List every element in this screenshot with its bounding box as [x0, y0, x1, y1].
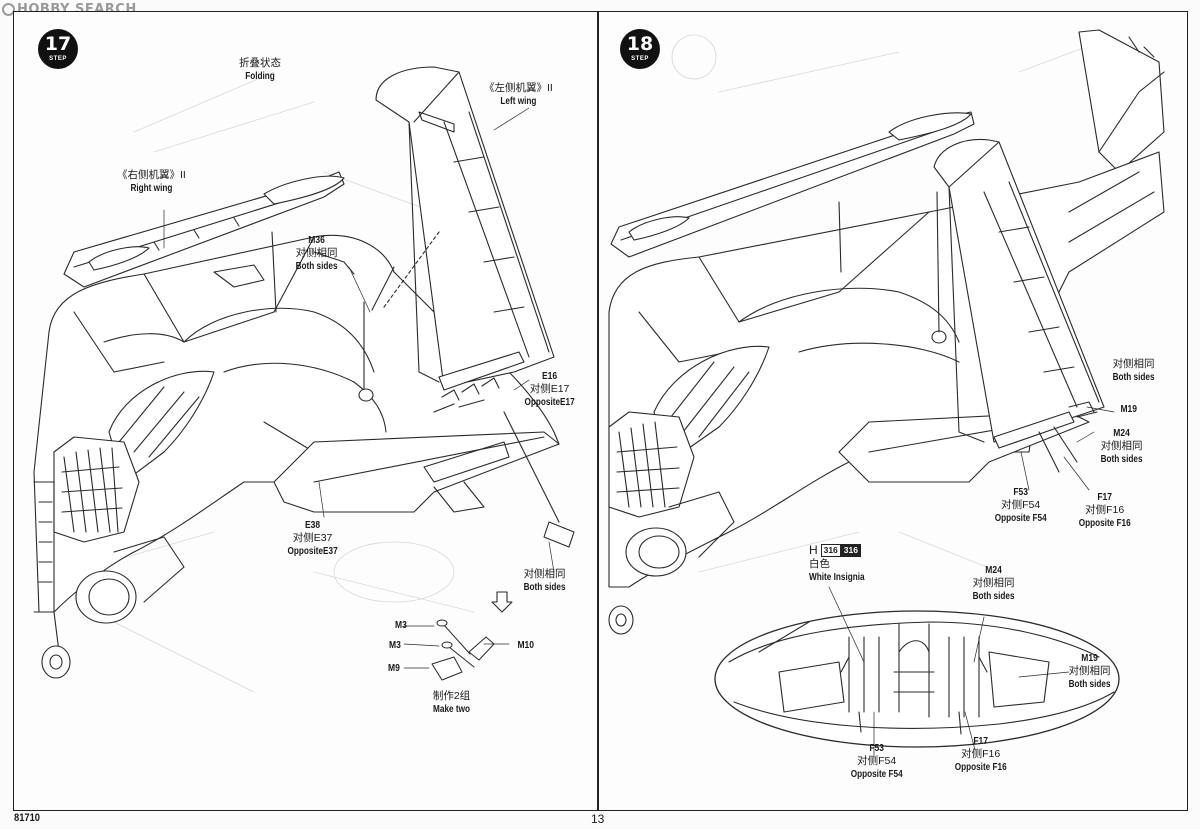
- part-f53-detail-label: F53 对侧F54 Opposite F54: [850, 743, 903, 780]
- step17-aircraft-drawing: [33, 66, 575, 693]
- part-m24-detail-label: M24 对侧相同 Both sides: [972, 565, 1015, 602]
- part-m24-top-label: M24 对侧相同 Both sides: [1100, 428, 1143, 465]
- part-e38-label: E38 对侧E37 OppositeE37: [287, 520, 338, 557]
- part-m36-label: M36 对侧相同 Both sides: [295, 235, 338, 272]
- paint-code-light: 316: [820, 544, 841, 557]
- part-f17-top-label: F17 对侧F16 Opposite F16: [1078, 492, 1131, 529]
- part-m19-detail-label: M19 对侧相同 Both sides: [1068, 653, 1111, 690]
- part-m3-label: M3: [395, 620, 407, 631]
- right-wing-label: 《右侧机翼》II Right wing: [117, 169, 186, 194]
- step18-panel: 18 STEP 对侧相同 Both sides M19 M24 对侧相同 Bot…: [598, 11, 1188, 811]
- part-m9-label: M9: [388, 663, 400, 674]
- part-m10-label: M10: [517, 640, 534, 651]
- part-f17-detail-label: F17 对侧F16 Opposite F16: [954, 736, 1007, 773]
- part-m19-top-label: M19: [1120, 404, 1137, 415]
- part-e16-label: E16 对侧E17 OppositeE17: [524, 371, 575, 408]
- page-number: 13: [591, 812, 605, 826]
- step18-aircraft-drawing: [608, 29, 1165, 758]
- both-sides-lower-label: 对侧相同 Both sides: [523, 568, 566, 593]
- logo-icon: [2, 3, 15, 16]
- make-two-label: 制作2组 Make two: [432, 690, 471, 715]
- step17-panel: 17 STEP 折叠状态 Folding 《左侧机翼》II Left wing …: [13, 11, 598, 811]
- part-f53-top-label: F53 对侧F54 Opposite F54: [994, 487, 1047, 524]
- both-sides-top-label: 对侧相同 Both sides: [1112, 358, 1155, 383]
- left-wing-label: 《左侧机翼》II Left wing: [484, 82, 553, 107]
- folding-label: 折叠状态 Folding: [239, 57, 281, 82]
- part-m3-label: M3: [389, 640, 401, 651]
- paint-code-dark: 316: [840, 544, 861, 557]
- step17-badge: 17 STEP: [38, 29, 78, 69]
- step18-badge: 18 STEP: [620, 29, 660, 69]
- model-number: 81710: [14, 812, 41, 824]
- paint-letter: H: [809, 543, 818, 557]
